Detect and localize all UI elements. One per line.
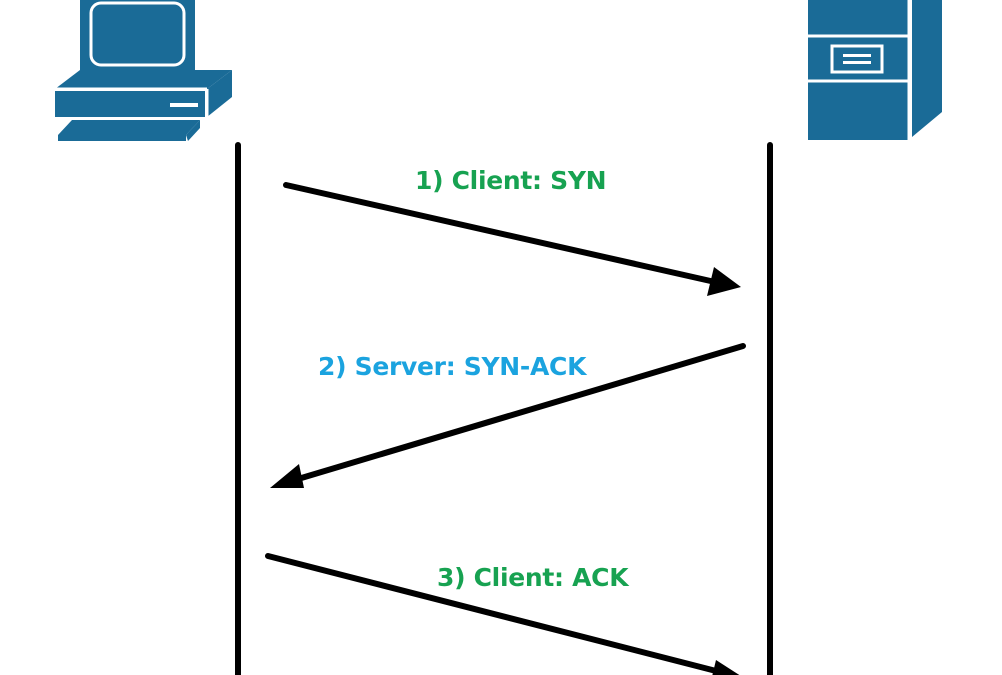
- arrow-syn: [283, 182, 741, 296]
- step-1-label: 1) Client: SYN: [415, 166, 607, 195]
- arrow-ack: [265, 553, 740, 675]
- step-2-label: 2) Server: SYN-ACK: [318, 352, 587, 381]
- server-icon: [808, 0, 942, 140]
- computer-icon: [55, 0, 232, 141]
- step-3-label: 3) Client: ACK: [437, 563, 629, 592]
- arrow-syn-ack: [270, 343, 746, 488]
